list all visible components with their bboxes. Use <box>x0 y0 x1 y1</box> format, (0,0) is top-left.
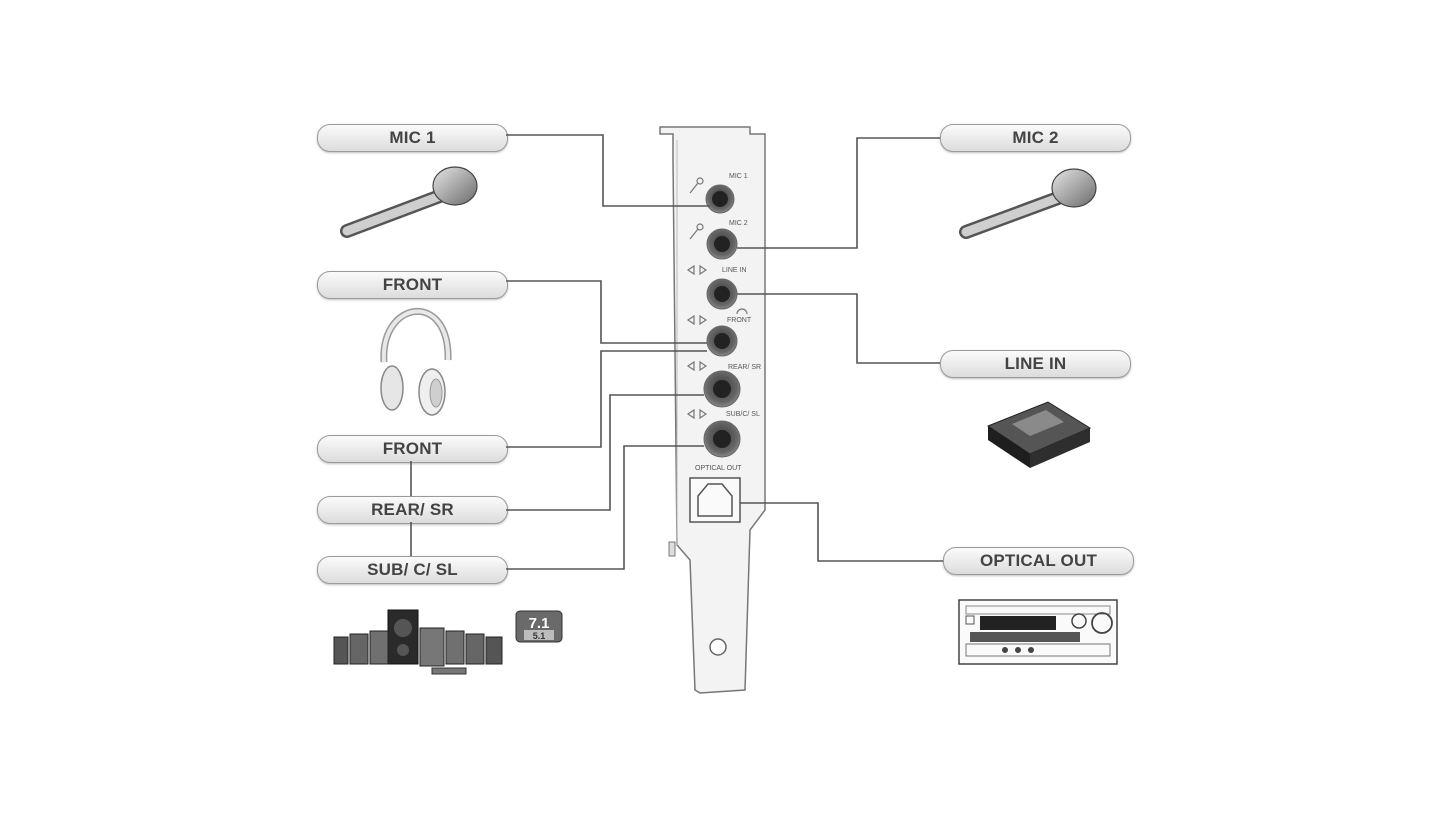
jack-mic2 <box>706 228 738 260</box>
label-optical-out: OPTICAL OUT <box>943 547 1134 575</box>
jack-mic1 <box>705 184 735 214</box>
badge-7-1: 7.1 <box>529 615 550 632</box>
bracket-label-mic1: MIC 1 <box>729 173 748 180</box>
label-front-headphones: FRONT <box>317 271 508 299</box>
wire-front-speakers <box>506 350 707 448</box>
optical-port <box>689 477 741 523</box>
wire-mic1 <box>506 134 710 207</box>
bracket-label-mic2: MIC 2 <box>729 220 748 227</box>
wire-line-in <box>737 293 940 364</box>
label-rear-sr: REAR/ SR <box>317 496 508 524</box>
audio-arrows-icon <box>686 264 708 276</box>
microphone-icon <box>959 168 1097 239</box>
bracket-label-optical: OPTICAL OUT <box>695 465 742 472</box>
mic-small-icon <box>689 223 704 240</box>
label-mic-2: MIC 2 <box>940 124 1131 152</box>
jack-line-in <box>706 278 738 310</box>
wire-sub <box>506 445 704 570</box>
wire-optical <box>740 502 943 562</box>
wire-mic2 <box>737 137 940 249</box>
speaker-system-icon: 7.1 5.1 <box>333 609 563 675</box>
audio-jacks <box>689 184 741 523</box>
bracket-label-rear: REAR/ SR <box>728 364 761 371</box>
jack-sub <box>703 420 741 458</box>
wire-front-headphones <box>506 280 707 344</box>
headphones-icon <box>380 307 452 416</box>
badge-5-1: 5.1 <box>533 631 546 641</box>
label-front-speakers: FRONT <box>317 435 508 463</box>
wire-rear <box>506 394 704 511</box>
audio-arrows-icon <box>686 360 708 372</box>
pci-bracket <box>659 126 766 694</box>
jack-front <box>706 325 738 357</box>
bracket-label-sub: SUB/C/ SL <box>726 411 760 418</box>
bracket-icons <box>686 177 748 420</box>
jack-rear <box>703 370 741 408</box>
mic-small-icon <box>689 177 704 194</box>
audio-arrows-icon <box>686 314 708 326</box>
label-mic-1: MIC 1 <box>317 124 508 152</box>
channel-badge: 7.1 5.1 <box>515 610 563 643</box>
av-receiver-icon <box>958 599 1118 665</box>
microphone-icon <box>340 166 478 238</box>
bracket-label-front: FRONT <box>727 317 752 324</box>
portable-player-icon <box>986 401 1092 468</box>
label-sub-c-sl: SUB/ C/ SL <box>317 556 508 584</box>
bracket-label-line-in: LINE IN <box>722 267 747 274</box>
label-line-in: LINE IN <box>940 350 1131 378</box>
headphone-small-icon <box>736 308 748 315</box>
connection-wires <box>410 134 943 570</box>
bracket-jack-labels: MIC 1 MIC 2 LINE IN FRONT REAR/ SR SUB/C… <box>695 173 761 472</box>
audio-arrows-icon <box>686 408 708 420</box>
